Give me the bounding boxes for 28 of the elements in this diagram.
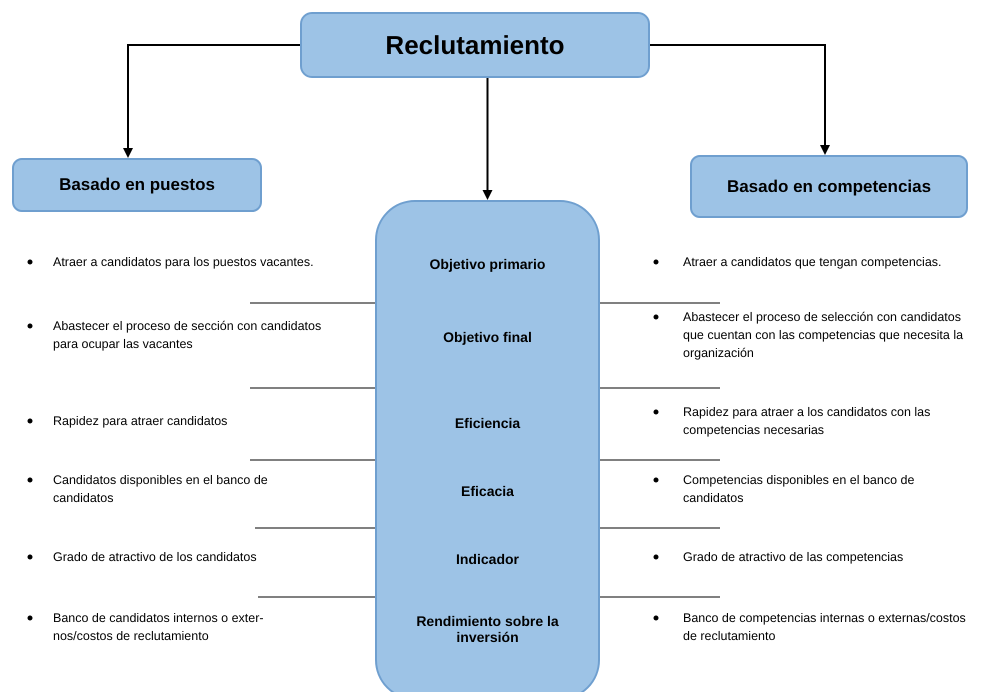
category-box [12,158,262,212]
criteria-column [375,200,600,692]
heading-text: Reclutamiento [385,30,565,60]
heading-text: Basado en puestos [59,175,215,195]
row-heading: Rendimiento sobre la inversión [415,613,560,645]
arrow [123,44,300,158]
bullet-text: Grado de atractivo de los candidatos [53,549,258,566]
bullet-text: Atraer a candidatos para los puestos vacantes. [53,254,315,271]
row-heading: Eficacia [460,483,515,499]
bullet-text: Candidatos disponibles en el banco de candidatos [53,472,269,507]
bullet-text: Abastecer el proceso de sección con candidatos para ocupar las vacantes [53,318,322,353]
row-heading: Objetivo final [442,329,533,345]
arrow [650,44,830,155]
row-heading: Indicador [454,551,520,567]
title-box [300,12,650,78]
heading-text: Basado en competencias [726,176,932,196]
bullet-text: Grado de atractivo de las competencias [683,549,904,566]
category-box [690,155,968,218]
bullet-text: Abastecer el proceso de selección con candidatos que cuentan con las competencias que necesita la organización [683,309,964,362]
arrow [482,78,492,200]
bullet-text: Atraer a candidatos que tengan competencias. [683,254,943,271]
bullet-text: Rapidez para atraer a los candidatos con las competencias necesarias [683,404,932,439]
bullet-text: Competencias disponibles en el banco de candidatos [683,472,916,507]
bullet-text: Rapidez para atraer candidatos [53,413,228,430]
bullet-text: Banco de candidatos internos o exter- nos/costos de reclutamiento [53,610,265,645]
row-heading: Objetivo primario [428,256,546,272]
row-heading: Eficiencia [454,415,522,431]
bullet-text: Banco de competencias internas o externas/costos de reclutamiento [683,610,967,645]
